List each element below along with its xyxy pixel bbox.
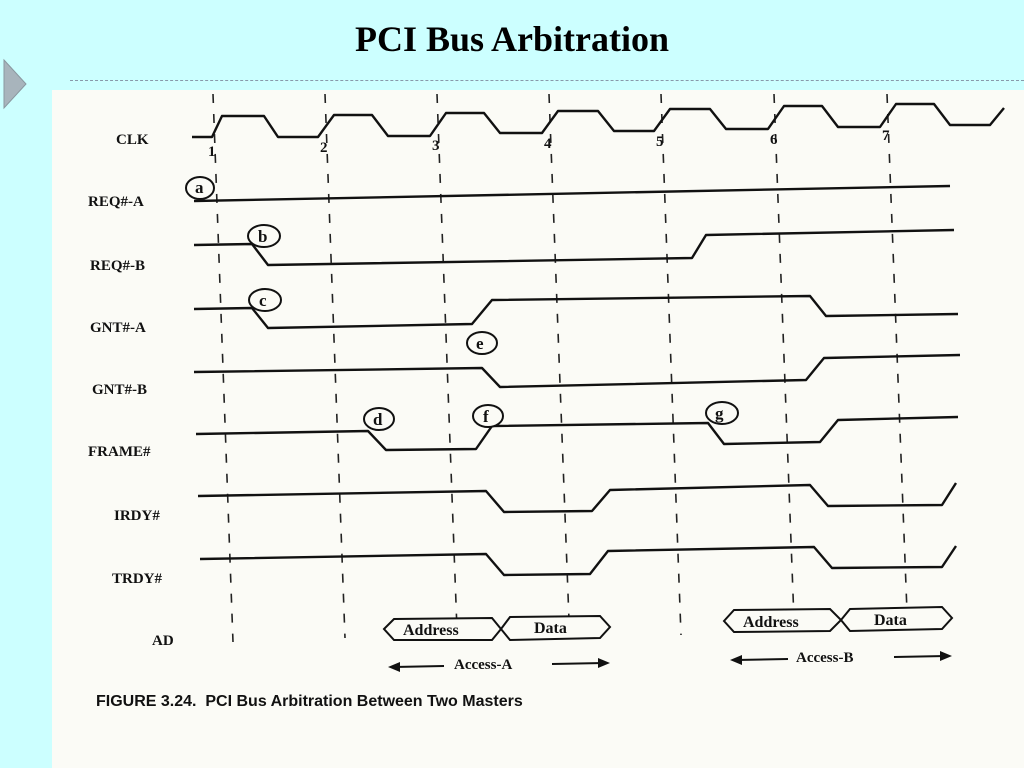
signal-label-clk: CLK: [116, 132, 149, 148]
guide-line-5: [660, 93, 682, 636]
signal-label-req-b: REQ#-B: [90, 258, 145, 274]
marker-d-label: d: [373, 410, 383, 429]
clock-number-1: 1: [208, 144, 216, 160]
marker-c-label: c: [259, 291, 267, 310]
timing-diagram-figure: CLK REQ#-A REQ#-B GNT#-A GNT#-B FRAME# I…: [52, 90, 1024, 768]
frame-waveform: [195, 415, 959, 452]
trdy-waveform: [199, 545, 957, 577]
clock-number-5: 5: [656, 134, 664, 150]
signal-label-irdy: IRDY#: [114, 508, 160, 524]
bullet-arrow-icon: [3, 58, 27, 110]
data-phase-b-label: Data: [874, 612, 907, 629]
timing-diagram: CLK REQ#-A REQ#-B GNT#-A GNT#-B FRAME# I…: [88, 93, 1005, 710]
clock-guide-lines: [212, 93, 908, 643]
guide-line-6: [773, 93, 795, 621]
guide-line-4: [548, 93, 570, 621]
signal-label-frame: FRAME#: [88, 444, 151, 460]
clock-number-7: 7: [882, 128, 890, 144]
address-phase-b-label: Address: [743, 614, 799, 631]
ad-bus-access-b: Address Data: [722, 605, 954, 634]
guide-line-7: [886, 93, 908, 613]
access-a-span: Access-A: [388, 657, 610, 673]
clock-number-2: 2: [320, 140, 328, 156]
marker-d: d: [363, 407, 395, 431]
marker-c: c: [248, 288, 282, 312]
marker-g: g: [705, 401, 739, 425]
data-phase-a: [499, 614, 612, 642]
marker-g-label: g: [715, 404, 724, 423]
gnt-b-waveform: [193, 353, 961, 389]
clock-number-3: 3: [432, 138, 440, 154]
marker-a-label: a: [195, 178, 204, 197]
signal-label-gnt-b: GNT#-B: [92, 382, 147, 398]
irdy-waveform: [197, 482, 958, 514]
access-b-span: Access-B: [730, 650, 952, 666]
data-phase-a-label: Data: [534, 620, 567, 637]
marker-f-label: f: [483, 407, 489, 426]
address-phase-a-label: Address: [403, 622, 459, 639]
marker-b-label: b: [258, 227, 267, 246]
marker-e: e: [466, 331, 498, 355]
signal-label-ad: AD: [152, 633, 174, 649]
marker-b: b: [247, 224, 281, 248]
signal-label-req-a: REQ#-A: [88, 194, 144, 210]
req-a-waveform: [193, 184, 951, 203]
ad-bus-access-a: Address Data: [382, 614, 612, 642]
marker-f: f: [472, 404, 504, 428]
title-divider: [70, 80, 1024, 81]
guide-line-3: [436, 93, 458, 631]
slide-title: PCI Bus Arbitration: [354, 19, 670, 59]
access-b-label: Access-B: [796, 650, 853, 666]
marker-e-label: e: [476, 334, 484, 353]
signal-label-gnt-a: GNT#-A: [90, 320, 146, 336]
clock-number-4: 4: [544, 136, 552, 152]
marker-a: a: [185, 176, 215, 200]
req-b-waveform: [193, 228, 955, 267]
clock-number-6: 6: [770, 132, 778, 148]
data-phase-b: [839, 605, 954, 633]
signal-label-trdy: TRDY#: [112, 571, 163, 587]
clk-waveform: [192, 102, 1005, 139]
figure-caption: FIGURE 3.24. PCI Bus Arbitration Between…: [96, 693, 523, 710]
access-a-label: Access-A: [454, 657, 512, 673]
gnt-a-waveform: [193, 294, 959, 330]
